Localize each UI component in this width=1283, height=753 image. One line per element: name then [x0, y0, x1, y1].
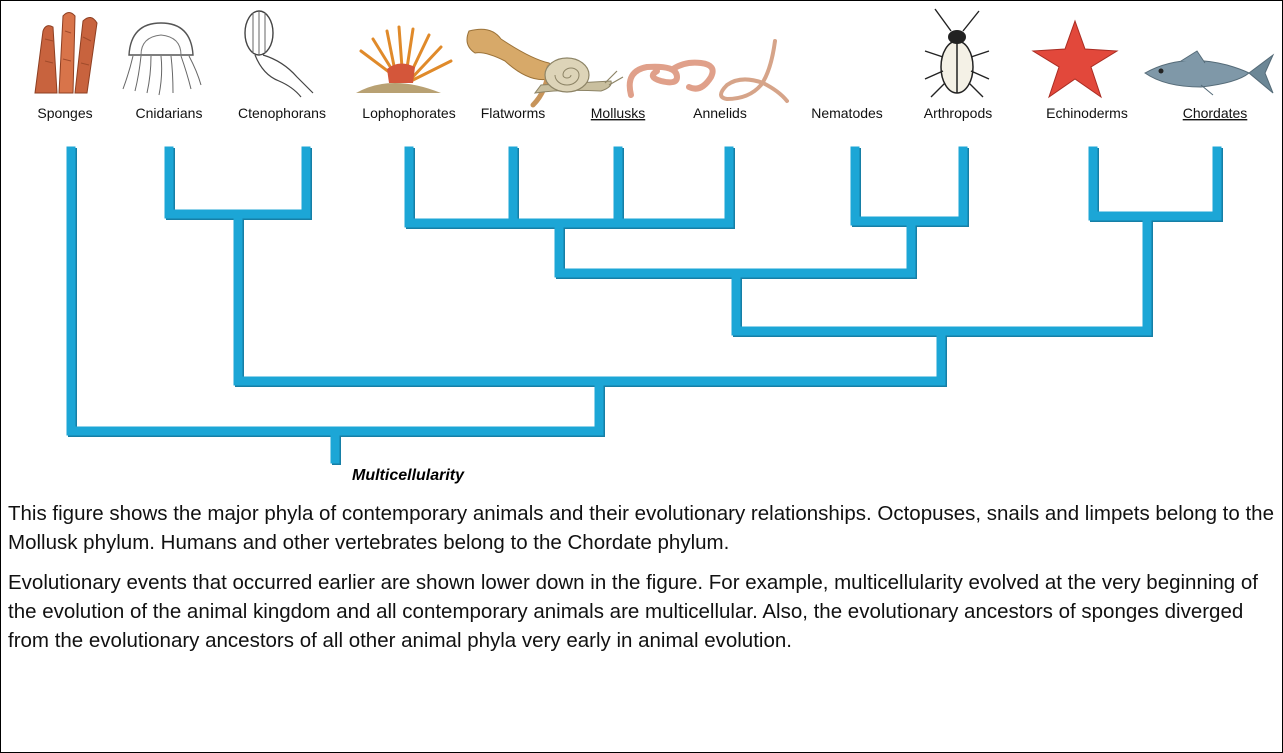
sponge-icon — [35, 13, 97, 94]
label-echinoderms: Echinoderms — [1046, 105, 1128, 121]
branch-shadow — [73, 153, 1219, 461]
label-sponges: Sponges — [37, 105, 92, 121]
label-ctenophorans: Ctenophorans — [238, 105, 326, 121]
starfish-icon — [1033, 21, 1117, 97]
phylum-labels: Sponges Cnidarians Ctenophorans Lophopho… — [37, 105, 1247, 121]
tree-branches — [71, 151, 1219, 461]
roundworm-icon — [721, 41, 787, 101]
flatworm-icon — [467, 29, 553, 105]
figure-caption: This figure shows the major phyla of con… — [8, 499, 1274, 666]
label-annelids: Annelids — [693, 105, 747, 121]
earthworm-icon — [630, 63, 713, 95]
comb-jelly-icon — [245, 11, 313, 97]
branch-sponges-root — [71, 151, 599, 431]
branch-lophotrochozoa — [409, 151, 729, 223]
label-cnidarians: Cnidarians — [136, 105, 203, 121]
label-chordates: Chordates — [1183, 105, 1248, 121]
fish-icon — [1145, 51, 1273, 95]
branch-ecdysozoa — [855, 151, 963, 221]
lophophorate-icon — [356, 27, 451, 93]
label-arthropods: Arthropods — [924, 105, 992, 121]
label-flatworms: Flatworms — [481, 105, 546, 121]
label-lophophorates: Lophophorates — [362, 105, 455, 121]
caption-paragraph-2: Evolutionary events that occurred earlie… — [8, 568, 1274, 655]
branch-eumetazoa — [238, 214, 941, 381]
animal-illustrations — [35, 9, 1273, 105]
phylogenetic-tree: Sponges Cnidarians Ctenophorans Lophopho… — [1, 1, 1282, 499]
caption-paragraph-1: This figure shows the major phyla of con… — [8, 499, 1274, 557]
label-mollusks: Mollusks — [591, 105, 645, 121]
beetle-icon — [925, 9, 989, 97]
jellyfish-icon — [123, 23, 201, 95]
label-nematodes: Nematodes — [811, 105, 883, 121]
root-label-multicellularity: Multicellularity — [352, 467, 464, 485]
branch-cnidarians-ctenophorans — [169, 151, 306, 214]
branch-deuterostomes — [1093, 151, 1217, 216]
